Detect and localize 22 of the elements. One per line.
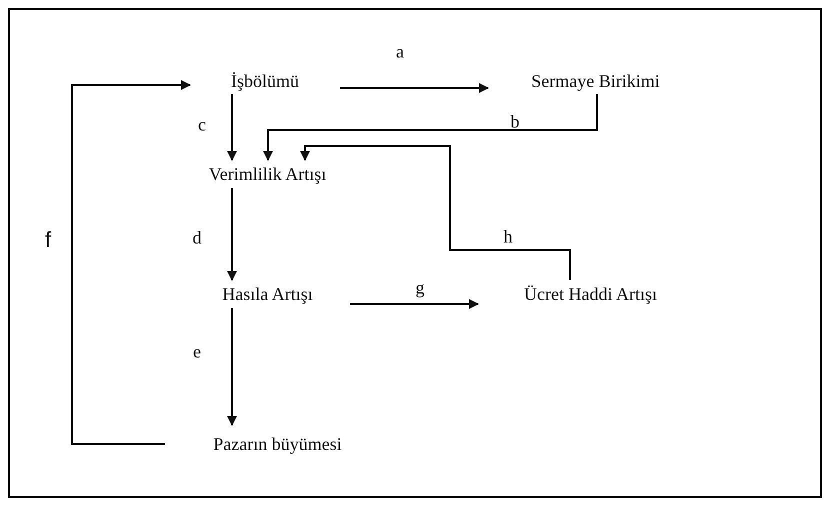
arrow — [300, 145, 571, 280]
edge-label: e — [193, 342, 201, 362]
edge-label: b — [510, 112, 520, 132]
arrow — [227, 94, 237, 161]
node-label: Verimlilik Artışı — [208, 164, 326, 184]
node-label: Ücret Haddi Artışı — [524, 284, 657, 304]
arrow — [71, 80, 191, 445]
edge-label: a — [396, 42, 404, 62]
edge-label: h — [504, 226, 512, 248]
node-label: Sermaye Birikimi — [531, 70, 660, 92]
edge-label: f — [44, 227, 52, 253]
node-label: Pazarın büyümesi — [213, 434, 342, 454]
arrow — [227, 308, 237, 426]
edge-label: c — [198, 114, 206, 136]
arrow — [263, 94, 598, 161]
arrow — [227, 188, 237, 281]
edge-label: d — [192, 228, 202, 248]
arrow — [340, 83, 489, 93]
arrow — [350, 299, 479, 309]
edge-label: g — [416, 278, 424, 298]
node-label: İşbölümü — [230, 70, 299, 92]
node-label: Hasıla Artışı — [222, 284, 313, 304]
